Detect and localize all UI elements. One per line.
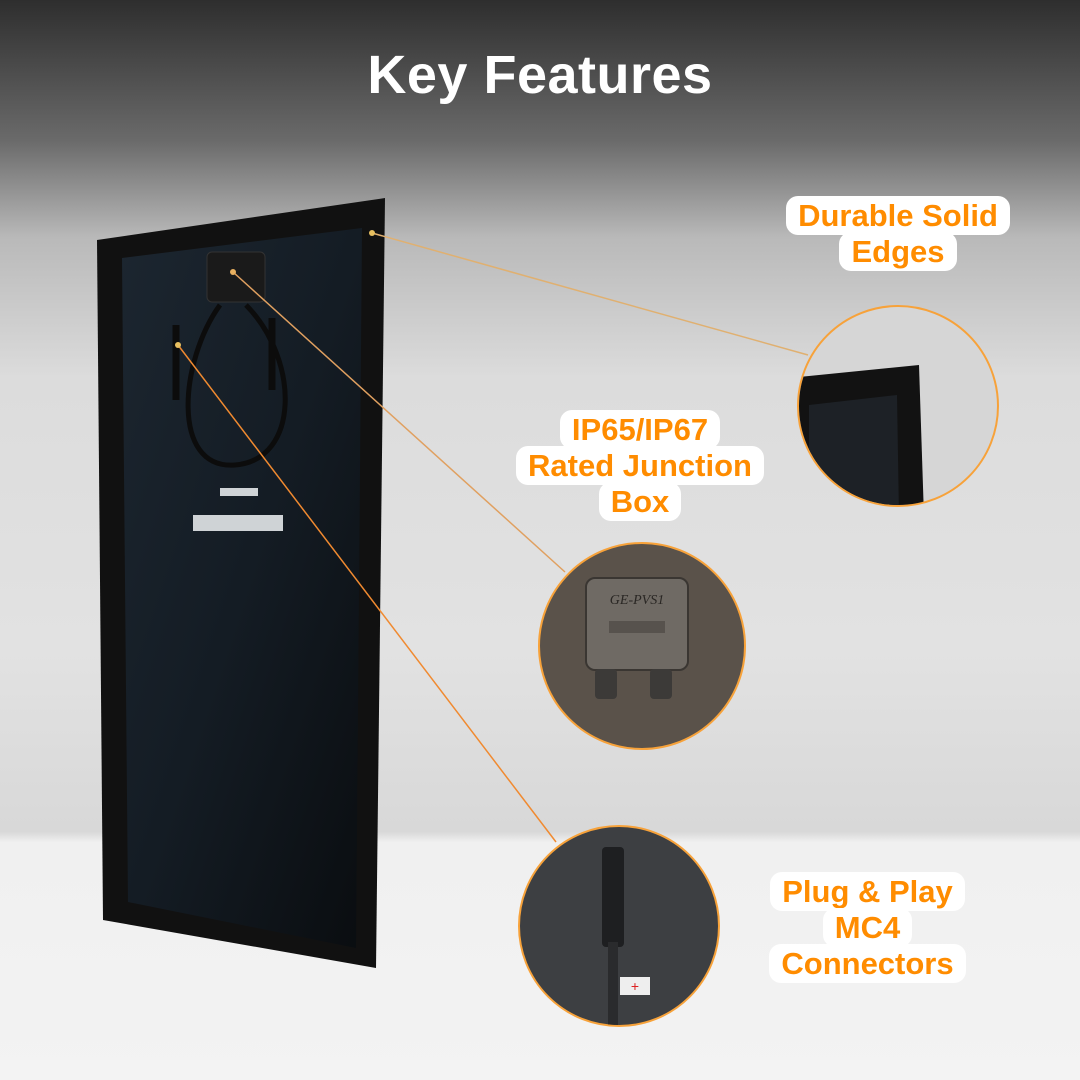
leader-line-edges [371,232,809,356]
mc4-connector-detail-image: + [518,825,720,1027]
label-line: Edges [839,232,957,271]
edges-detail-image [797,305,999,507]
label-line: Box [598,482,682,521]
page-title: Key Features [367,45,713,105]
label-line: Rated Junction [516,446,764,485]
feature-label-durable-edges: Durable Solid Edges [770,196,1026,271]
junction-box [206,251,266,303]
polarity-tag: + [620,977,650,995]
leader-line-junction [232,271,566,573]
panel-label [193,515,283,531]
label-line: Plug & Play [770,872,965,911]
junction-box-closeup: GE-PVS1 [585,577,689,671]
feature-label-mc4-connectors: Plug & Play MC4 Connectors [745,872,990,983]
label-line: Durable Solid [786,196,1010,235]
label-line: IP65/IP67 [559,410,721,449]
cable [185,303,288,468]
feature-label-junction-box: IP65/IP67 Rated Junction Box [500,410,780,521]
box-marking: GE-PVS1 [609,593,665,608]
panel-backsheet [122,228,362,948]
leader-line-mc4 [177,344,557,843]
label-line: MC4 [822,908,913,947]
label-line: Connectors [769,944,966,983]
junction-box-detail-image: GE-PVS1 [538,542,746,750]
